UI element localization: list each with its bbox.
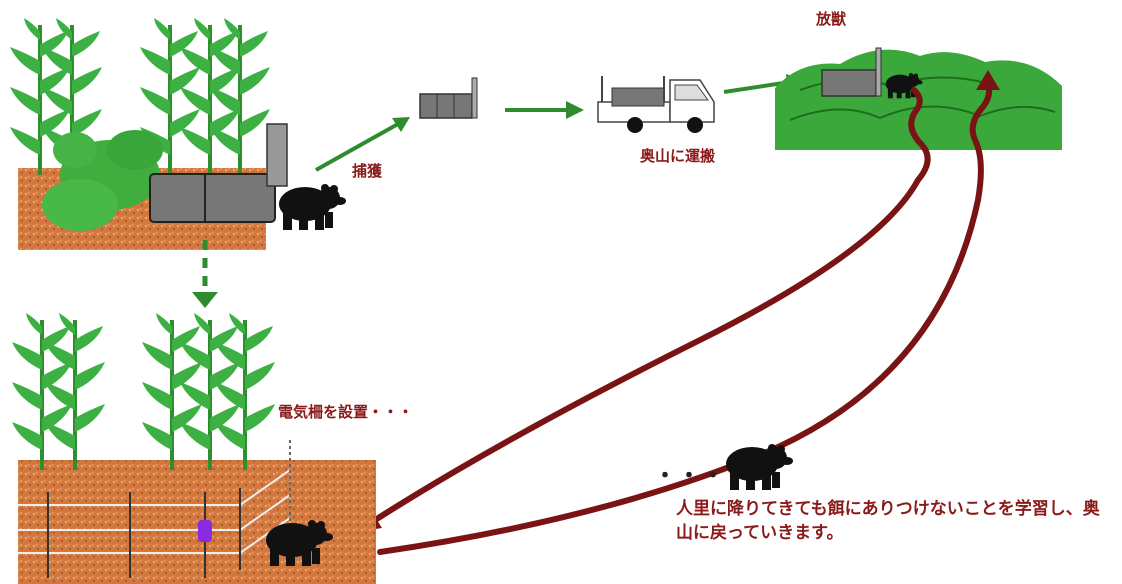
fence-energizer-icon bbox=[198, 520, 212, 542]
truck-icon bbox=[597, 76, 715, 133]
arrow-capture bbox=[315, 117, 410, 172]
label-learning: 人里に降りてきても餌にありつけないことを学習し、奥山に戻っていきます。 bbox=[676, 499, 1100, 543]
corn-plant-icon bbox=[10, 311, 277, 472]
bear-icon bbox=[726, 444, 793, 490]
return-path-to-mountain bbox=[377, 70, 1000, 555]
label-ellipsis: ・・・ bbox=[654, 464, 727, 489]
arrow-to-truck bbox=[505, 101, 584, 119]
label-release: 放獣 bbox=[816, 10, 847, 28]
dashed-down-arrow bbox=[192, 240, 218, 308]
label-capture: 捕獲 bbox=[352, 162, 383, 180]
box-trap-icon bbox=[419, 77, 478, 119]
field-capture-scene bbox=[8, 16, 346, 250]
bear-icon bbox=[279, 184, 346, 230]
electric-fence-icon bbox=[18, 440, 291, 578]
label-fence: 電気柵を設置・・・ bbox=[278, 403, 414, 421]
shrub-icon bbox=[42, 130, 163, 231]
label-transport: 奥山に運搬 bbox=[640, 147, 716, 165]
box-trap-icon bbox=[149, 123, 288, 223]
field-fence-scene bbox=[10, 311, 376, 584]
